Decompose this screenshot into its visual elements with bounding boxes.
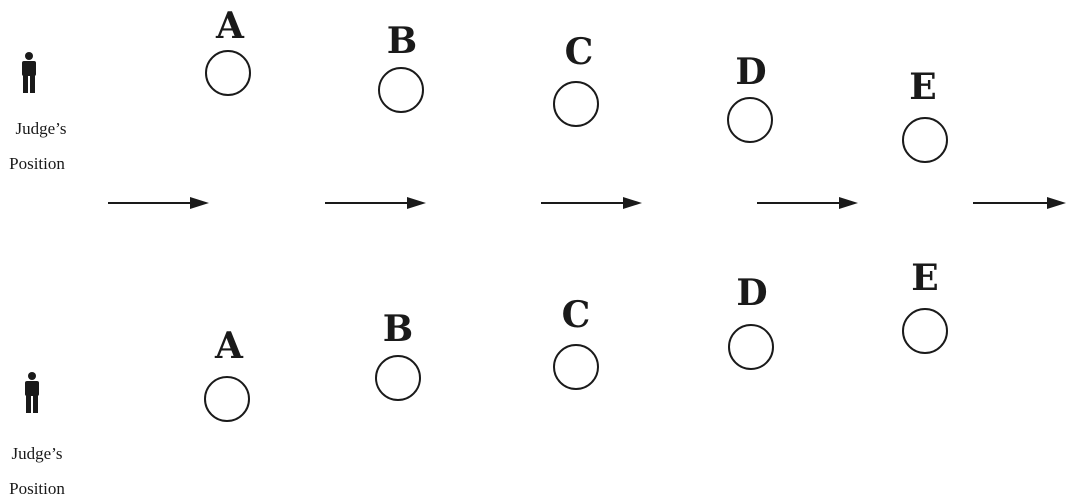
bottom-position-e: E	[902, 257, 948, 354]
bottom-position-d: D	[728, 272, 774, 370]
judge-top-caption-line1: Judge’s	[16, 119, 67, 138]
top-position-row: A B C D E	[205, 5, 948, 163]
top-position-b-marker	[378, 67, 424, 113]
judge-bottom-caption-line1: Judge’s	[12, 444, 63, 463]
top-position-d-marker	[727, 97, 773, 143]
bottom-position-a-marker	[204, 376, 250, 422]
bottom-position-c: C	[553, 294, 599, 390]
right-arrow-icon	[541, 197, 642, 209]
bottom-position-b-marker	[375, 355, 421, 401]
bottom-position-c-label: C	[562, 294, 591, 336]
top-position-e-label: E	[909, 66, 936, 108]
top-position-e-marker	[902, 117, 948, 163]
bottom-position-a: A	[204, 325, 250, 422]
bottom-position-d-marker	[728, 324, 774, 370]
judge-top-person-icon	[22, 52, 36, 93]
top-position-c-marker	[553, 81, 599, 127]
bottom-position-b: B	[375, 308, 421, 401]
top-position-b: B	[378, 20, 424, 113]
direction-arrows	[108, 197, 1066, 209]
top-position-d-label: D	[735, 51, 766, 93]
bottom-position-e-marker	[902, 308, 948, 354]
right-arrow-icon	[757, 197, 858, 209]
top-position-c-label: C	[565, 31, 594, 73]
bottom-position-row: A B C D E	[204, 257, 948, 422]
top-position-e: E	[902, 66, 948, 163]
bottom-position-a-label: A	[214, 325, 244, 367]
right-arrow-icon	[325, 197, 426, 209]
bottom-position-d-label: D	[736, 272, 767, 314]
top-position-a-label: A	[215, 5, 245, 47]
bottom-position-b-label: B	[383, 308, 413, 350]
judge-bottom: Judge’s Position	[9, 372, 65, 498]
right-arrow-icon	[108, 197, 209, 209]
top-position-c: C	[553, 31, 599, 127]
bottom-position-e-label: E	[911, 257, 938, 299]
right-arrow-icon	[973, 197, 1066, 209]
judge-top-caption-line2: Position	[9, 154, 65, 173]
judge-bottom-person-icon	[25, 372, 39, 413]
judge-top: Judge’s Position	[9, 52, 67, 173]
top-position-a: A	[205, 5, 251, 96]
top-position-b-label: B	[387, 20, 417, 62]
top-position-d: D	[727, 51, 773, 143]
bottom-position-c-marker	[553, 344, 599, 390]
judge-bottom-caption-line2: Position	[9, 479, 65, 498]
top-position-a-marker	[205, 50, 251, 96]
